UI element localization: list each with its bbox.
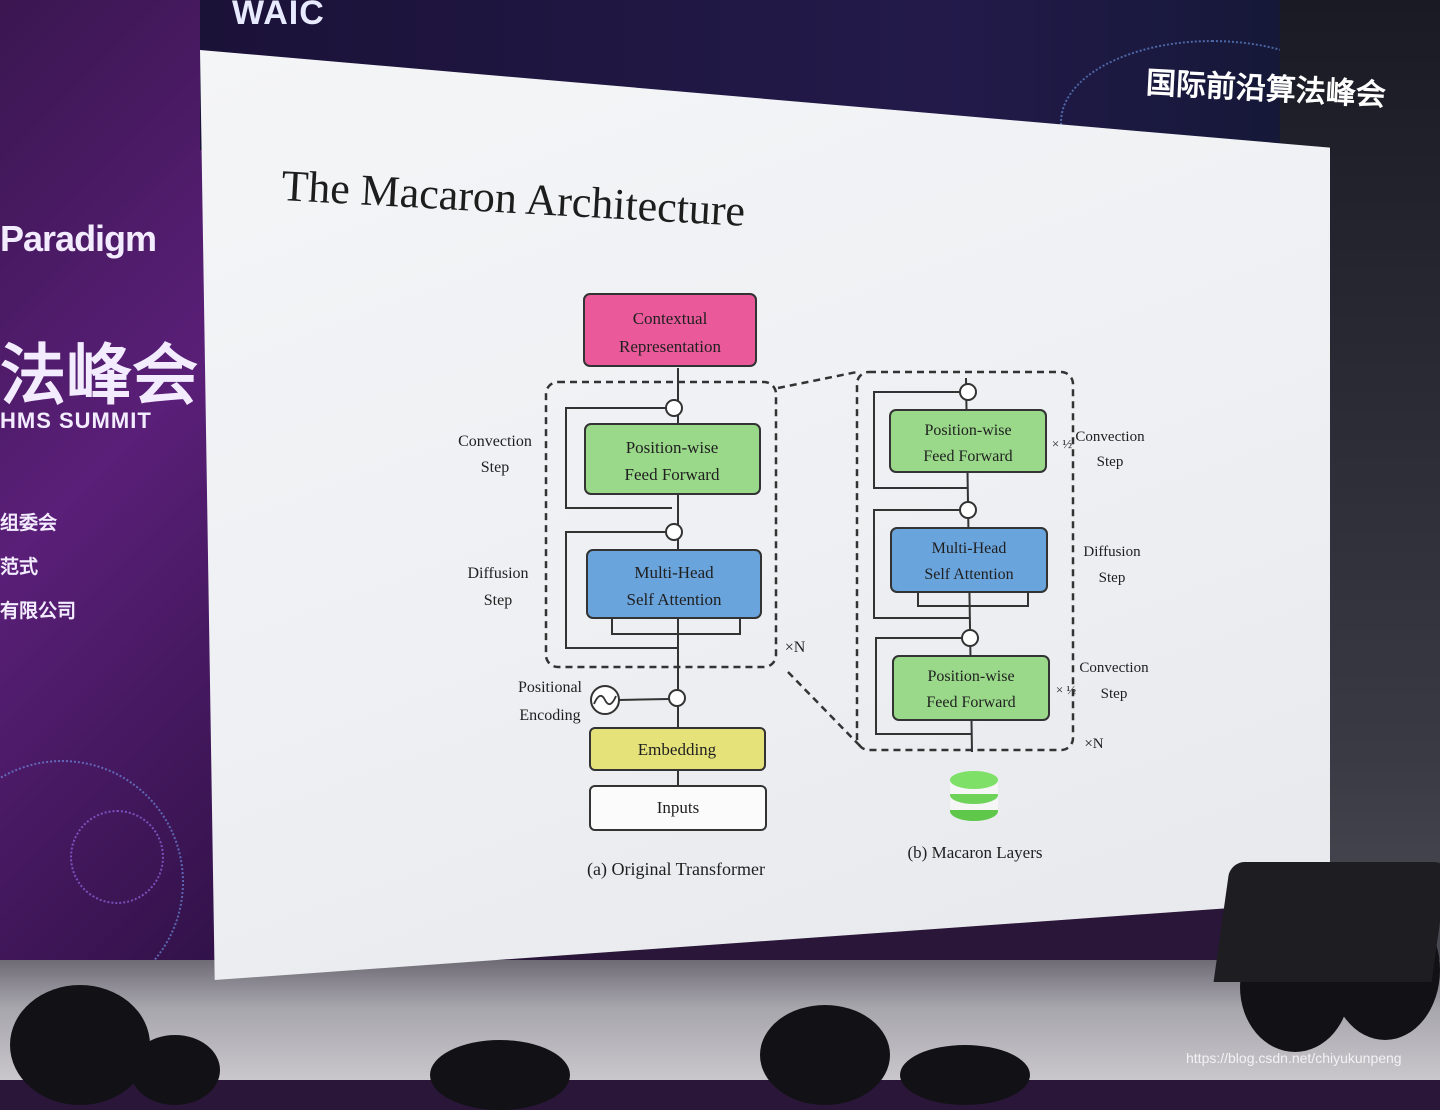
side-label: Step xyxy=(481,459,509,476)
residual-connection xyxy=(565,407,672,509)
layer-group-dashed xyxy=(544,380,778,669)
panel-original-transformer: Contextual Representation Position-wise … xyxy=(458,293,806,880)
block-label: Contextual xyxy=(633,309,708,328)
residual-connection xyxy=(873,391,968,489)
block-label: Position-wise xyxy=(924,422,1011,439)
side-label: Convection xyxy=(458,433,532,450)
feed-forward-block-bottom xyxy=(892,655,1050,721)
event-logo: WAIC xyxy=(232,0,325,32)
banner-organizer: 范式 xyxy=(0,557,39,578)
add-node xyxy=(665,399,683,417)
feed-forward-block-top xyxy=(889,409,1047,473)
scale-label: × ½ xyxy=(1052,436,1073,451)
banner-organizer: 组委会 xyxy=(0,513,58,534)
watermark-url: https://blog.csdn.net/chiyukunpeng xyxy=(1186,1050,1402,1066)
macaron-icon xyxy=(950,771,998,821)
attention-input-bracket xyxy=(611,618,741,635)
add-node xyxy=(959,501,977,519)
block-label: Position-wise xyxy=(626,438,719,457)
audience-head xyxy=(430,1040,570,1110)
add-node xyxy=(959,383,977,401)
repeat-label: ×N xyxy=(1084,736,1103,752)
side-label: Diffusion xyxy=(467,565,528,582)
inputs-block xyxy=(589,785,767,831)
stage-floor xyxy=(0,960,1440,1080)
stage-monitor-speaker xyxy=(1213,862,1440,982)
residual-connection xyxy=(565,531,678,649)
block-label: Self Attention xyxy=(924,566,1013,583)
architecture-diagram: Contextual Representation Position-wise … xyxy=(458,293,1149,880)
side-label: Convection xyxy=(1075,429,1145,445)
residual-connection xyxy=(873,509,970,619)
layer-group-dashed xyxy=(855,370,1075,752)
attention-input-bracket xyxy=(917,592,1029,607)
block-label: Feed Forward xyxy=(625,465,720,484)
audience-head xyxy=(130,1035,220,1105)
zoom-connector xyxy=(787,671,863,749)
banner-subtitle: HMS SUMMIT xyxy=(0,408,152,433)
block-label: Position-wise xyxy=(927,668,1014,685)
side-label: Step xyxy=(484,592,512,609)
data-flow-line xyxy=(618,698,670,701)
block-label: Feed Forward xyxy=(926,694,1015,711)
side-label: Step xyxy=(1097,454,1124,470)
audience-head xyxy=(900,1045,1030,1105)
decorative-dot-arc xyxy=(70,810,164,904)
contextual-representation-block xyxy=(583,293,757,367)
residual-connection xyxy=(875,637,972,735)
side-label: Positional xyxy=(518,679,583,696)
audience-head xyxy=(10,985,150,1105)
side-label: Convection xyxy=(1079,660,1149,676)
zoom-connector xyxy=(777,370,858,390)
add-node xyxy=(668,689,686,707)
side-label: Step xyxy=(1101,686,1128,702)
repeat-label: ×N xyxy=(785,639,806,656)
panel-caption: (b) Macaron Layers xyxy=(908,843,1043,862)
side-label: Encoding xyxy=(519,707,580,724)
block-label: Feed Forward xyxy=(923,448,1012,465)
panel-caption: (a) Original Transformer xyxy=(587,859,765,880)
block-label: Embedding xyxy=(638,740,717,759)
side-label: Step xyxy=(1099,570,1126,586)
block-label: Multi-Head xyxy=(932,540,1007,557)
brand-name: Paradigm xyxy=(0,218,157,259)
panel-macaron-layers: Position-wise Feed Forward Multi-Head Se… xyxy=(855,370,1149,862)
feed-forward-block xyxy=(584,423,761,495)
sine-wave-icon xyxy=(593,694,617,706)
embedding-block xyxy=(589,727,766,771)
audience-head xyxy=(760,1005,890,1105)
self-attention-block xyxy=(890,527,1048,593)
banner-organizer: 有限公司 xyxy=(0,601,77,622)
self-attention-block xyxy=(586,549,762,619)
side-label: Diffusion xyxy=(1083,544,1141,560)
block-label: Representation xyxy=(619,337,721,356)
add-node xyxy=(665,523,683,541)
block-label: Self Attention xyxy=(627,590,722,609)
scale-label: × ½ xyxy=(1056,682,1077,697)
add-node xyxy=(961,629,979,647)
block-label: Inputs xyxy=(657,798,700,817)
block-label: Multi-Head xyxy=(634,563,714,582)
banner-title-cn: 法峰会 xyxy=(0,338,198,412)
